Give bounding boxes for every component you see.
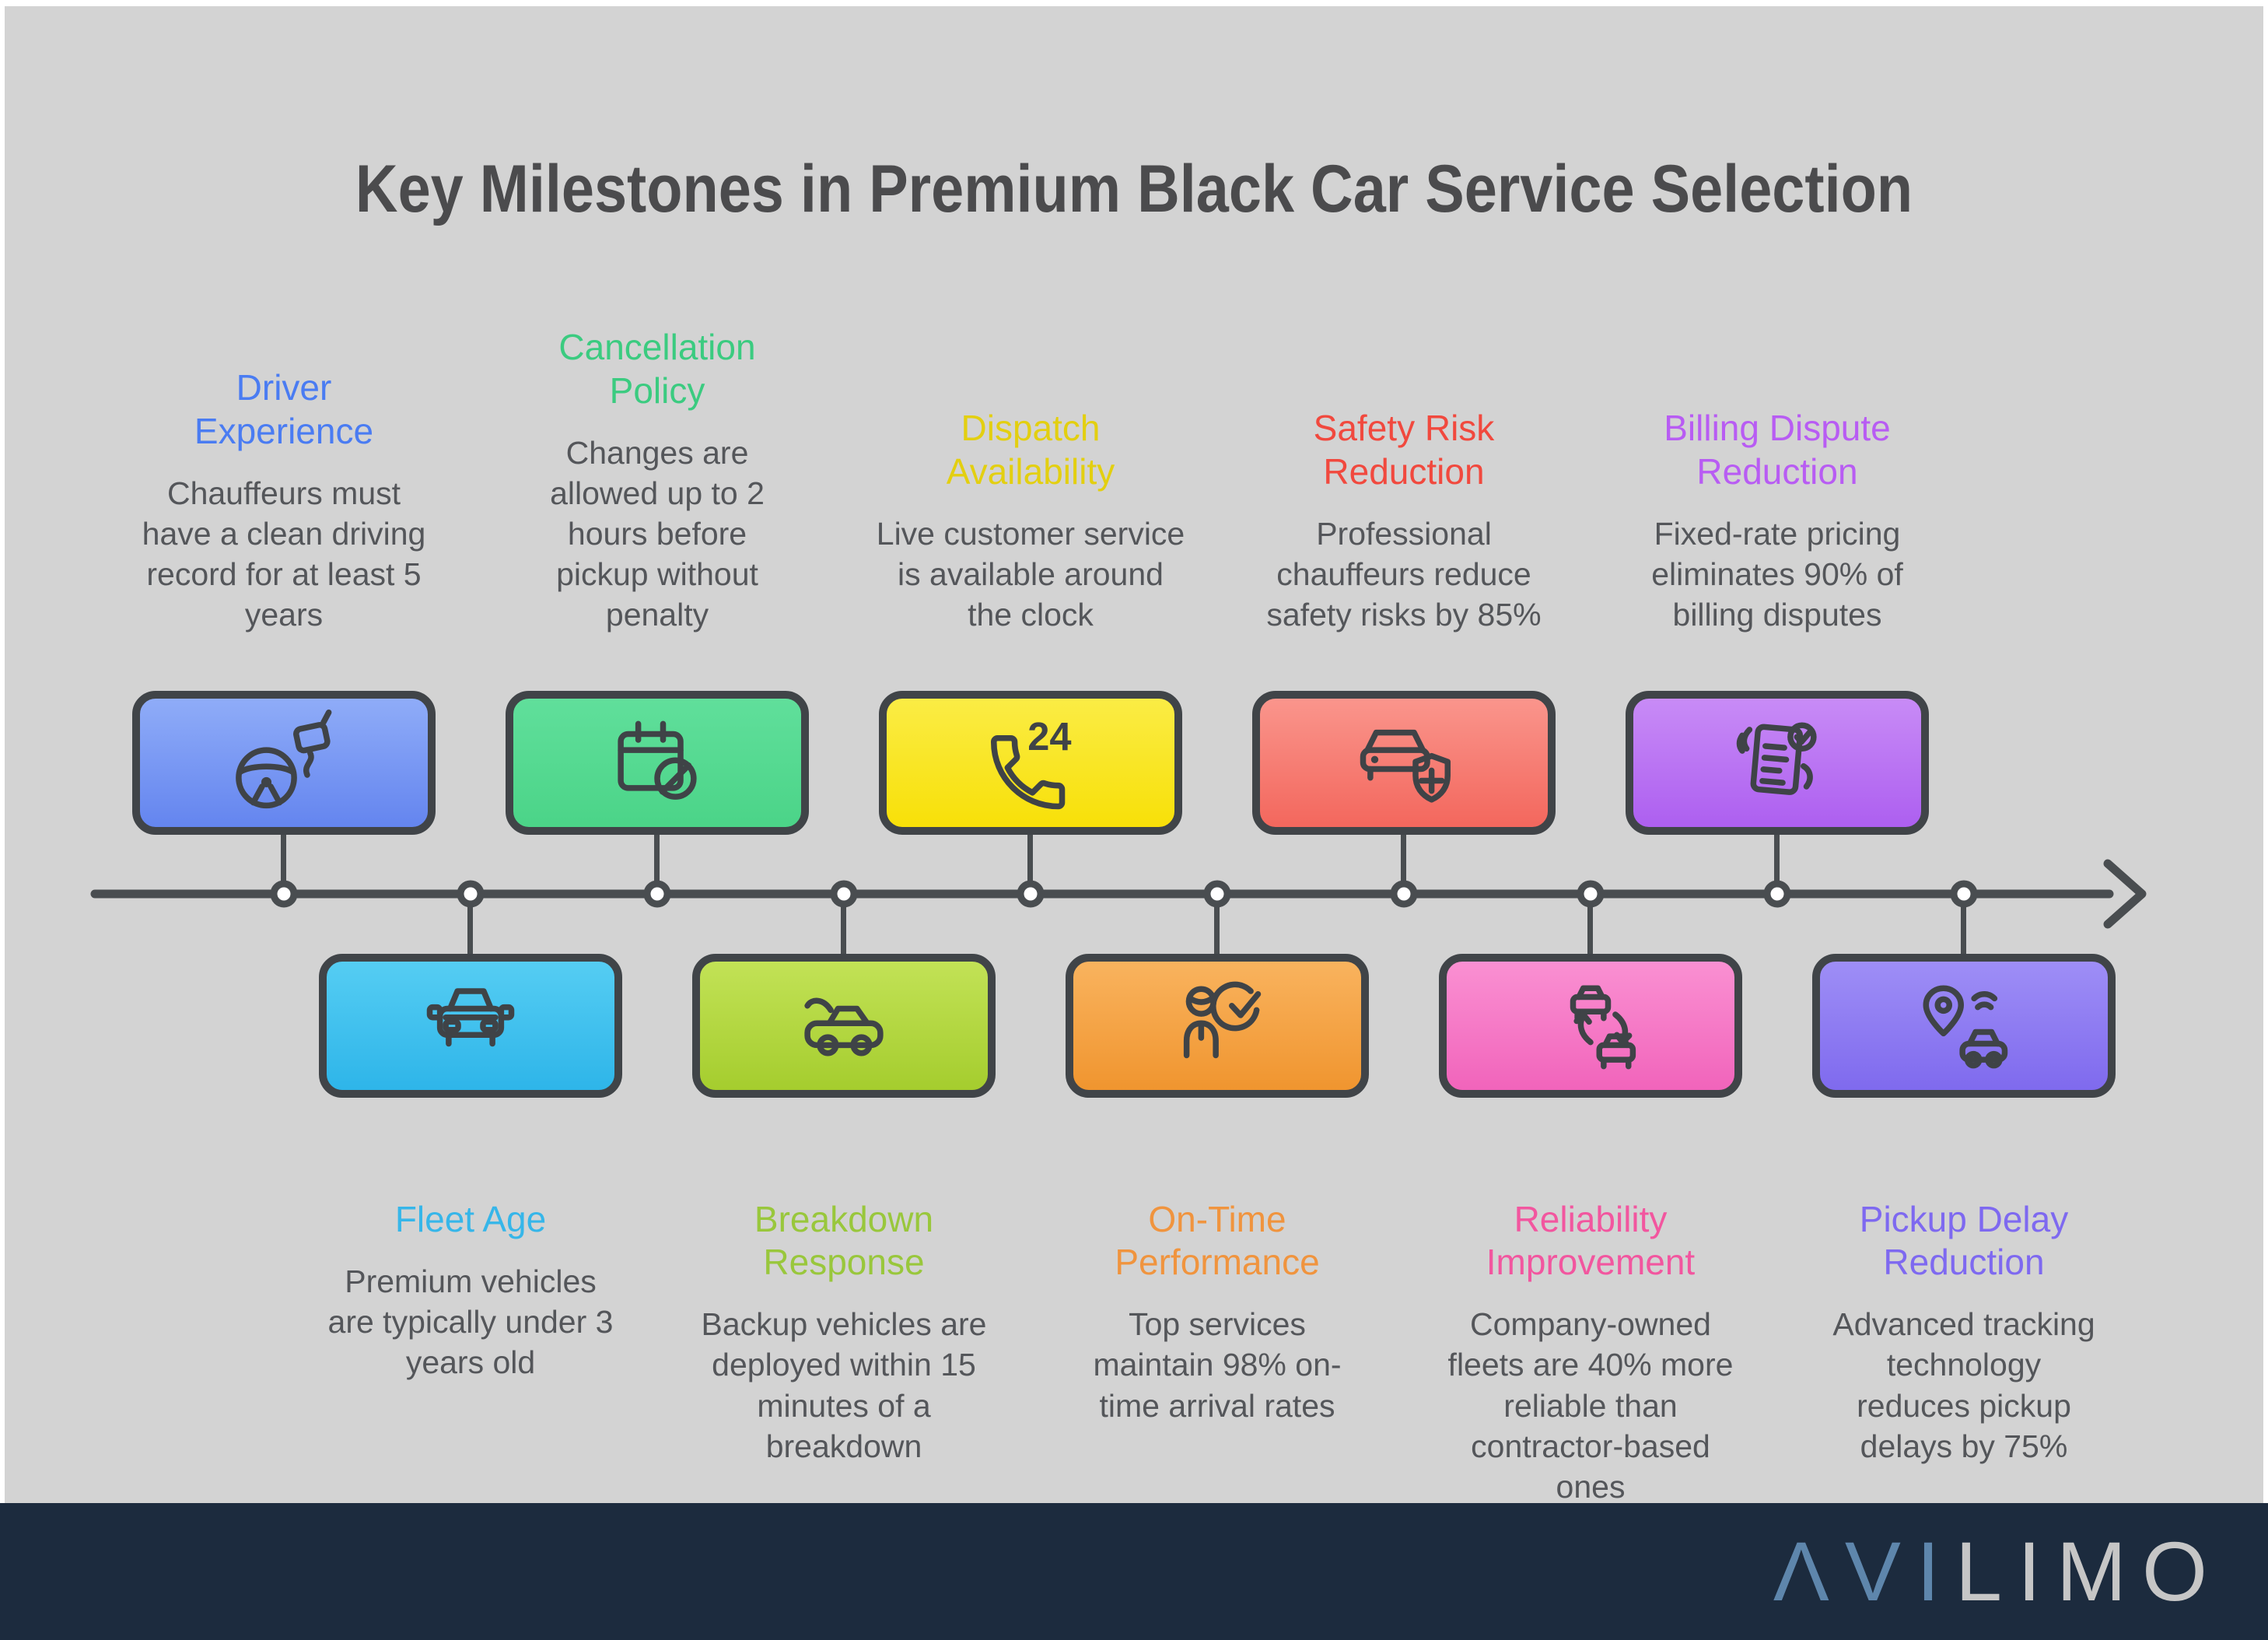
milestone-title: Cancellation Policy — [558, 327, 756, 411]
milestone-label-billing-dispute-reduction: Billing Dispute Reduction Fixed-rate pri… — [1598, 294, 1956, 635]
milestone-title: Reliability Improvement — [1486, 1199, 1696, 1283]
milestone-title: Fleet Age — [394, 1199, 547, 1239]
icon-box-reliability-improvement — [1439, 954, 1742, 1098]
connector-line — [281, 831, 286, 896]
timeline-node — [1017, 880, 1045, 908]
calendar-cancelled-icon — [618, 720, 697, 800]
milestone-label-safety-risk-reduction: Safety Risk Reduction Professional chauf… — [1225, 294, 1583, 635]
timeline-node — [1203, 880, 1231, 908]
milestone-description: Advanced tracking technology reduces pic… — [1832, 1306, 2095, 1464]
milestone-label-driver-experience: Driver Experience Chauffeurs must have a… — [105, 294, 463, 635]
phone-24h-icon: 24 — [990, 714, 1072, 809]
connector-line — [1774, 831, 1780, 896]
cars-exchange-icon — [1570, 985, 1636, 1069]
milestone-label-fleet-age: Fleet Age Premium vehicles are typically… — [292, 1198, 649, 1382]
connector-line — [467, 893, 473, 958]
connector-line — [841, 893, 846, 958]
milestone-description: Professional chauffeurs reduce safety ri… — [1266, 515, 1542, 633]
milestone-title: On-Time Performance — [1115, 1199, 1320, 1283]
milestone-description: Live customer service is available aroun… — [876, 515, 1185, 633]
milestone-title: Pickup Delay Reduction — [1859, 1199, 2069, 1283]
connector-line — [1401, 831, 1406, 896]
milestone-label-cancellation-policy: Cancellation Policy Changes are allowed … — [478, 294, 836, 635]
timeline-node — [643, 880, 671, 908]
milestone-description: Top services maintain 98% on-time arriva… — [1093, 1306, 1342, 1424]
icon-box-pickup-delay-reduction — [1812, 954, 2116, 1098]
icon-box-fleet-age — [319, 954, 622, 1098]
car-shield-plus-icon — [1360, 729, 1451, 803]
logo-rest-text: LIMO — [1955, 1524, 2223, 1618]
icon-box-cancellation-policy — [506, 691, 809, 835]
icon-box-on-time-performance — [1066, 954, 1369, 1098]
invoice-check-hands-icon — [1736, 722, 1817, 795]
icon-box-billing-dispute-reduction — [1626, 691, 1929, 835]
milestone-description: Changes are allowed up to 2 hours before… — [550, 434, 765, 633]
timeline-node — [1390, 880, 1418, 908]
timeline-node — [1763, 880, 1791, 908]
timeline-node — [270, 880, 298, 908]
milestone-label-on-time-performance: On-Time Performance Top services maintai… — [1038, 1198, 1396, 1426]
connector-line — [654, 831, 660, 896]
car-front-icon — [426, 987, 515, 1046]
timeline-node — [1577, 880, 1605, 908]
steering-wheel-mirror-icon — [236, 709, 332, 808]
person-checkmark-icon — [1183, 981, 1262, 1058]
car-open-hood-icon — [804, 997, 884, 1056]
timeline-node — [1950, 880, 1978, 908]
connector-line — [1027, 831, 1033, 896]
milestone-label-dispatch-availability: Dispatch Availability Live customer serv… — [852, 294, 1209, 635]
logo-accent-text: ΛVI — [1773, 1524, 1955, 1618]
icon-box-driver-experience — [132, 691, 436, 835]
milestone-title: Billing Dispute Reduction — [1664, 408, 1891, 492]
milestone-title: Safety Risk Reduction — [1313, 408, 1495, 492]
milestone-description: Chauffeurs must have a clean driving rec… — [142, 475, 426, 633]
timeline-axis — [90, 859, 2147, 929]
timeline-node — [830, 880, 858, 908]
connector-line — [1214, 893, 1220, 958]
milestone-description: Fixed-rate pricing eliminates 90% of bil… — [1651, 515, 1903, 633]
milestone-label-reliability-improvement: Reliability Improvement Company-owned fl… — [1412, 1198, 1769, 1507]
icon-box-safety-risk-reduction — [1252, 691, 1556, 835]
milestone-label-pickup-delay-reduction: Pickup Delay Reduction Advanced tracking… — [1785, 1198, 2143, 1467]
milestone-description: Company-owned fleets are 40% more reliab… — [1447, 1306, 1734, 1505]
page-title: Key Milestones in Premium Black Car Serv… — [355, 152, 1913, 226]
icon-box-dispatch-availability: 24 — [879, 691, 1182, 835]
milestone-label-breakdown-response: Breakdown Response Backup vehicles are d… — [665, 1198, 1023, 1467]
milestone-title: Dispatch Availability — [946, 408, 1115, 492]
connector-line — [1587, 893, 1593, 958]
timeline-node — [457, 880, 485, 908]
milestone-title: Driver Experience — [194, 367, 374, 451]
milestone-description: Backup vehicles are deployed within 15 m… — [701, 1306, 987, 1464]
milestone-title: Breakdown Response — [754, 1199, 934, 1283]
milestone-description: Premium vehicles are typically under 3 y… — [327, 1263, 614, 1381]
location-pin-car-icon — [1923, 985, 2008, 1068]
connector-line — [1961, 893, 1966, 958]
arrow-head-icon — [2103, 859, 2147, 929]
twenty-four-label: 24 — [1027, 714, 1071, 759]
icon-box-breakdown-response — [692, 954, 996, 1098]
